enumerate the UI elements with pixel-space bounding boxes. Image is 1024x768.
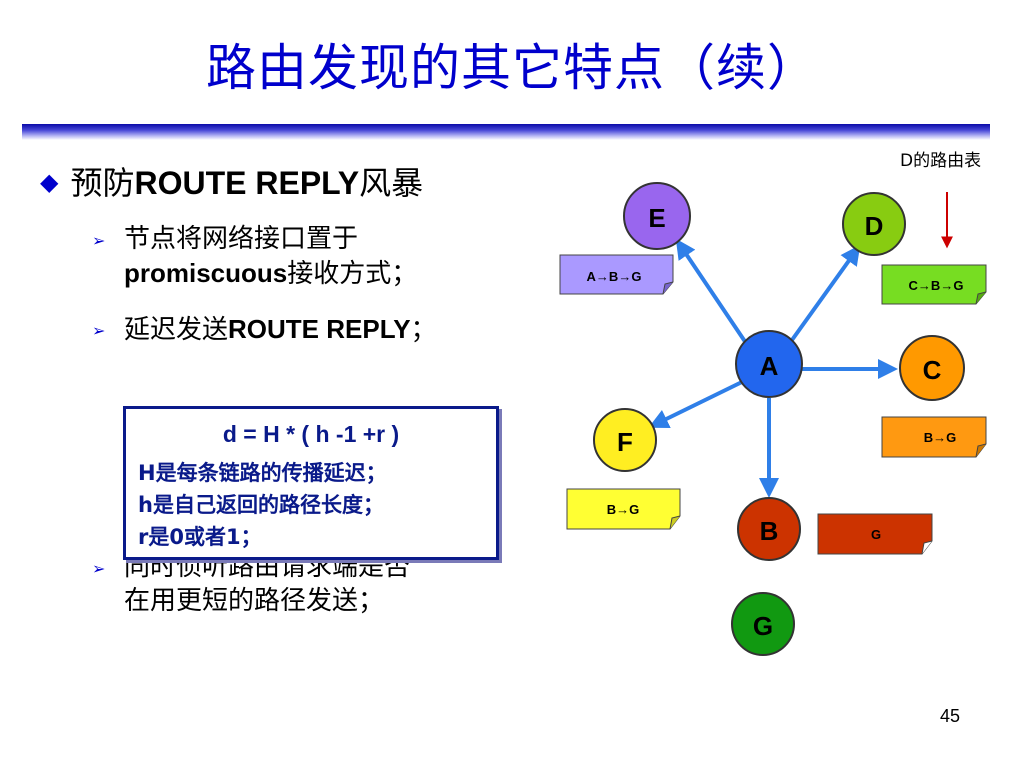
node-g: G <box>731 592 795 656</box>
formula-line-H: H是每条链路的传播延迟； <box>138 461 387 485</box>
node-g-circle <box>731 592 795 656</box>
table-tag-d-fold <box>975 291 987 305</box>
node-a: A <box>735 330 803 398</box>
main-bullet-prefix: 预防 <box>70 164 135 202</box>
table-tag-c-text: B→G <box>924 430 957 445</box>
arrow-bullet-icon: ➢ <box>92 231 106 250</box>
node-f: F <box>593 408 657 472</box>
arrow-bullet-icon: ➢ <box>92 559 106 578</box>
sub-bullet-2-prefix: 延迟发送 <box>124 315 229 345</box>
table-tag-d-text: C→B→G <box>909 278 964 293</box>
diagram-edges <box>648 238 898 498</box>
sub-bullet-1-line2: promiscuous接收方式； <box>124 256 417 291</box>
main-bullet-bold: ROUTE REPLY <box>134 165 360 201</box>
table-tag-b: G <box>817 513 933 555</box>
node-e-circle <box>623 182 691 250</box>
node-f-circle <box>593 408 657 472</box>
node-f-label: F <box>617 427 633 457</box>
routing-table-label: D的路由表 <box>900 151 982 171</box>
node-d: D <box>842 192 906 256</box>
page-number: 45 <box>940 706 961 726</box>
node-d-label: D <box>865 211 884 241</box>
sub-bullet-2-bold: ROUTE REPLY <box>228 314 411 344</box>
node-c-label: C <box>923 355 942 385</box>
sub-bullet-2-suffix: ； <box>410 315 437 345</box>
main-bullet: ◆ 预防ROUTE REPLY风暴 <box>40 158 423 204</box>
formula-line-r: r是0或者1； <box>138 525 262 549</box>
node-d-circle <box>842 192 906 256</box>
edge-a-e <box>675 238 750 348</box>
arrow-bullet-icon: ➢ <box>92 321 106 340</box>
sub-bullet-1-suffix: 接收方式； <box>287 259 418 289</box>
table-tag-e-fold <box>662 281 674 295</box>
table-tag-b-text: G <box>871 527 881 542</box>
node-a-circle <box>735 330 803 398</box>
table-tag-f: B→G <box>566 488 681 530</box>
sub-bullet-1-line1: 节点将网络接口置于 <box>124 224 359 254</box>
node-c: C <box>899 335 965 401</box>
node-b-circle <box>737 497 801 561</box>
title-underline-bar <box>22 124 990 140</box>
edge-a-d <box>790 244 861 342</box>
node-e: E <box>623 182 691 250</box>
sub-bullet-2-text: 延迟发送ROUTE REPLY； <box>124 312 437 347</box>
table-tag-b-fold <box>921 540 933 555</box>
formula-equation: d = H * ( h -1 +r ) <box>222 421 400 447</box>
node-c-circle <box>899 335 965 401</box>
main-bullet-suffix: 风暴 <box>359 164 424 202</box>
table-tag-e: A→B→G <box>559 254 674 295</box>
node-b: B <box>737 497 801 561</box>
table-tag-f-fold <box>669 515 681 530</box>
node-e-label: E <box>648 203 665 233</box>
formula-line-h: h是自己返回的路径长度； <box>138 493 384 517</box>
formula-box: d = H * ( h -1 +r ) H是每条链路的传播延迟； h是自己返回的… <box>123 406 499 560</box>
table-tag-f-text: B→G <box>607 502 640 517</box>
table-tag-e-text: A→B→G <box>587 269 642 284</box>
node-a-label: A <box>760 351 779 381</box>
table-tag-d: C→B→G <box>881 264 987 305</box>
table-tag-c-fold <box>975 443 987 458</box>
edge-a-f <box>648 380 743 428</box>
node-b-label: B <box>760 516 779 546</box>
diamond-bullet-icon: ◆ <box>40 168 59 196</box>
slide-title: 路由发现的其它特点（续） <box>206 39 818 97</box>
diagram-nodes: E D A C F B G <box>593 182 965 656</box>
sub-bullet-1-bold: promiscuous <box>124 258 288 288</box>
node-g-label: G <box>753 611 773 641</box>
table-tag-c: B→G <box>881 416 987 458</box>
sub-bullet-3-line2: 在用更短的路径发送； <box>124 586 385 616</box>
